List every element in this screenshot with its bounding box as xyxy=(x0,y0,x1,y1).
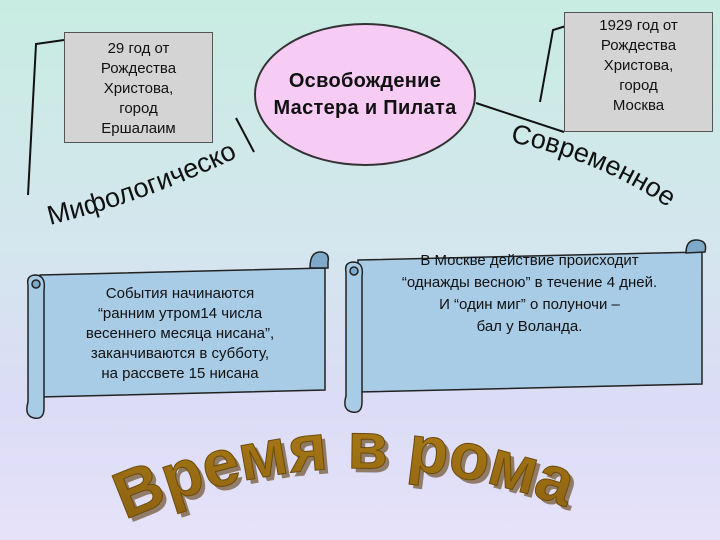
center-ellipse: Освобождение Мастера и Пилата xyxy=(254,23,476,166)
scroll-right-line-1: В Москве действие происходит xyxy=(420,252,639,269)
center-title-line-2: Мастера и Пилата xyxy=(273,96,457,119)
modern-line-5: Москва xyxy=(612,97,665,114)
scroll-right-text: В Москве действие происходит “однажды ве… xyxy=(362,250,697,338)
ancient-line-3: Христова, xyxy=(103,80,174,97)
bracket-right xyxy=(539,25,567,103)
scroll-right xyxy=(344,239,707,414)
ancient-line-4: город xyxy=(119,100,158,117)
bracket-left xyxy=(27,39,65,196)
scroll-left-line-4: заканчиваются в субботу, xyxy=(90,345,270,362)
scroll-left-line-3: весеннего месяца нисана”, xyxy=(85,325,275,342)
modern-line-3: Христова, xyxy=(603,57,674,74)
scroll-left-line-1: События начинаются xyxy=(105,285,255,302)
scroll-right-line-3: И “один миг” о полуночи – xyxy=(439,296,620,313)
ancient-line-1: 29 год от xyxy=(107,40,170,57)
modern-time-box: 1929 год от Рождества Христова, город Мо… xyxy=(564,12,713,132)
scroll-left-line-2: “ранним утром14 числа xyxy=(97,305,263,322)
modern-line-4: город xyxy=(619,77,658,94)
connector-right xyxy=(475,102,565,133)
ancient-line-2: Рождества xyxy=(100,60,177,77)
scroll-left xyxy=(26,251,330,420)
center-title-line-1: Освобождение xyxy=(288,69,442,92)
modern-line-2: Рождества xyxy=(600,37,677,54)
connector-left xyxy=(235,117,255,153)
ancient-line-5: Ершалаим xyxy=(101,120,176,137)
scroll-right-line-4: бал у Воланда. xyxy=(476,318,583,335)
wordart-text: Время в романе xyxy=(0,0,587,533)
ancient-time-box: 29 год от Рождества Христова, город Ерша… xyxy=(64,32,213,143)
scroll-left-line-5: на рассвете 15 нисана xyxy=(101,365,259,382)
scroll-left-text: События начинаются “ранним утром14 числа… xyxy=(50,284,310,384)
modern-line-1: 1929 год от xyxy=(599,17,678,34)
scroll-right-line-2: “однажды весною” в течение 4 дней. xyxy=(401,274,658,291)
